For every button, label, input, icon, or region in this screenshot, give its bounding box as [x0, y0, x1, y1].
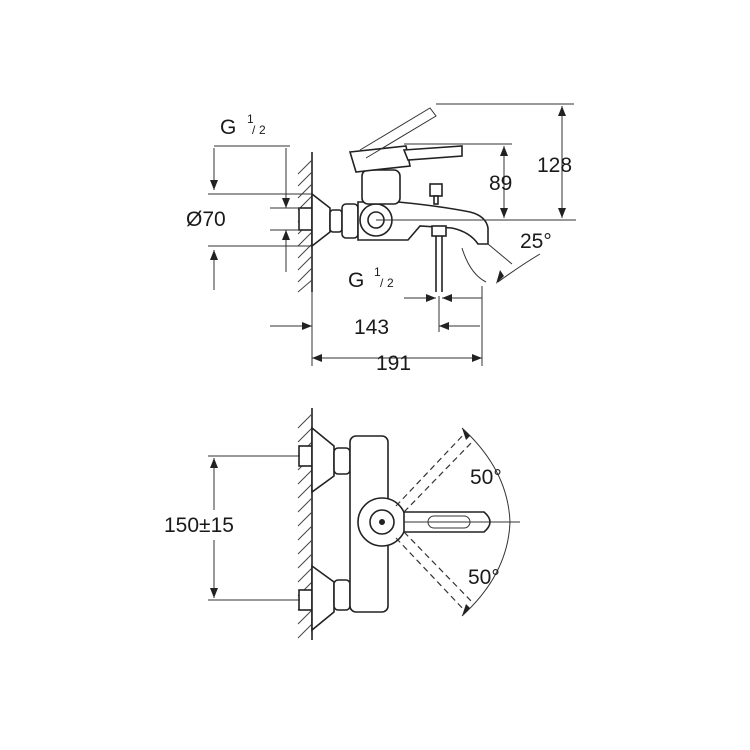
- wall-connector: [298, 192, 359, 248]
- thread-outlet-sub: 2: [387, 276, 394, 290]
- side-view: G 1 / 2 Ø70 89 128 25° G 1 / 2 143 191: [186, 103, 576, 375]
- dim-128-label: 128: [537, 154, 572, 177]
- dimension-lines-front: [208, 427, 520, 617]
- dim-143-label: 143: [354, 316, 389, 339]
- thread-outlet-sup: 1: [374, 265, 381, 279]
- thread-wall-sub: 2: [259, 123, 266, 137]
- thread-wall-label: G: [220, 116, 236, 139]
- dim-89-label: 89: [489, 172, 512, 195]
- dimension-lines-side: [208, 103, 576, 366]
- thread-wall-sup: 1: [247, 112, 254, 126]
- faucet-body: [348, 107, 489, 292]
- thread-outlet-label: G: [348, 269, 364, 292]
- upper-connector: [298, 426, 351, 494]
- angle-bottom-label: 50°: [468, 566, 500, 589]
- dim-191-label: 191: [376, 352, 411, 375]
- thread-outlet-slash: /: [380, 276, 384, 290]
- angle-top-label: 50°: [470, 466, 502, 489]
- thread-wall-slash: /: [252, 123, 256, 137]
- front-view: 150±15 50° 50°: [164, 408, 520, 640]
- diameter-label: Ø70: [186, 208, 226, 231]
- angle-25-label: 25°: [520, 230, 552, 253]
- spacing-label: 150±15: [164, 514, 234, 537]
- lower-connector: [298, 564, 351, 632]
